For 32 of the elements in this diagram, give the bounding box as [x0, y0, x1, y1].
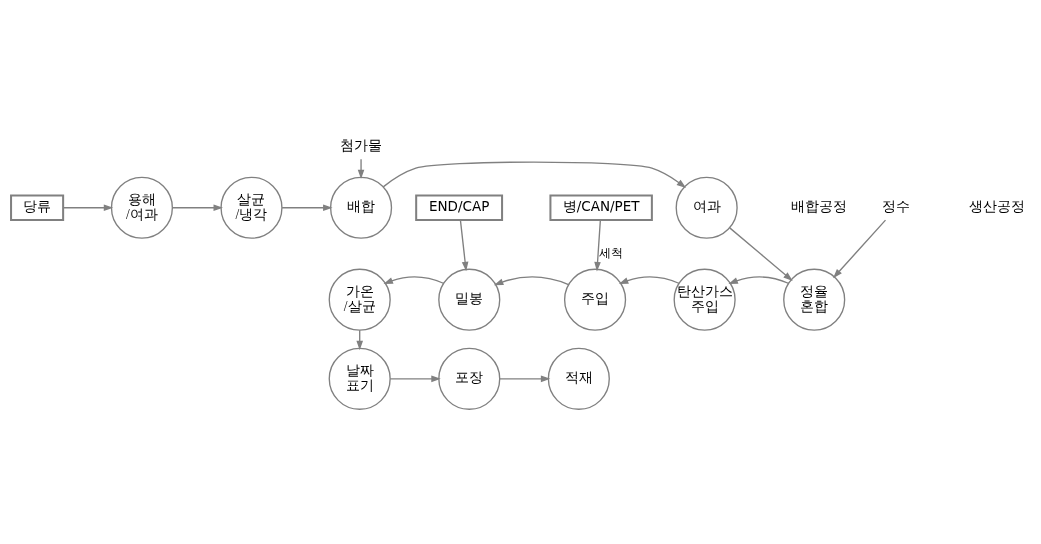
node-circle: 적재 — [547, 347, 610, 410]
node-circle: 가온 /살균 — [328, 268, 391, 331]
arrow — [383, 276, 445, 285]
arrow — [833, 219, 887, 279]
label: 배합공정 — [790, 199, 847, 215]
arrow — [382, 161, 687, 189]
node-text: 첨가물 — [340, 137, 383, 154]
node-circle: 밀봉 — [438, 268, 501, 331]
arrow — [62, 204, 114, 212]
arrow — [618, 276, 680, 285]
edge-label: 세척 — [598, 245, 623, 260]
arrow — [357, 158, 365, 180]
arrow — [728, 276, 789, 285]
node-circle: 배합 — [329, 176, 393, 239]
arrow — [493, 276, 570, 286]
arrow — [459, 219, 469, 272]
node-circle: 탄산가스 주입 — [673, 268, 736, 331]
arrow — [171, 204, 223, 212]
node-circle: 포장 — [438, 347, 501, 410]
arrow — [729, 227, 793, 281]
node-circle: 날짜 표기 — [328, 347, 391, 410]
node-box: END/CAP — [415, 194, 504, 221]
node-circle: 살균 /냉각 — [220, 176, 283, 239]
arrow — [389, 375, 441, 383]
node-box: 병/CAN/PET — [549, 194, 653, 221]
arrow — [594, 219, 602, 272]
label: 생산공정 — [968, 199, 1025, 215]
node-circle: 용해 /여과 — [110, 176, 174, 239]
arrow — [499, 375, 551, 383]
arrow — [281, 204, 333, 212]
node-box: 당류 — [10, 194, 65, 221]
node-text: 정수 — [882, 198, 911, 215]
